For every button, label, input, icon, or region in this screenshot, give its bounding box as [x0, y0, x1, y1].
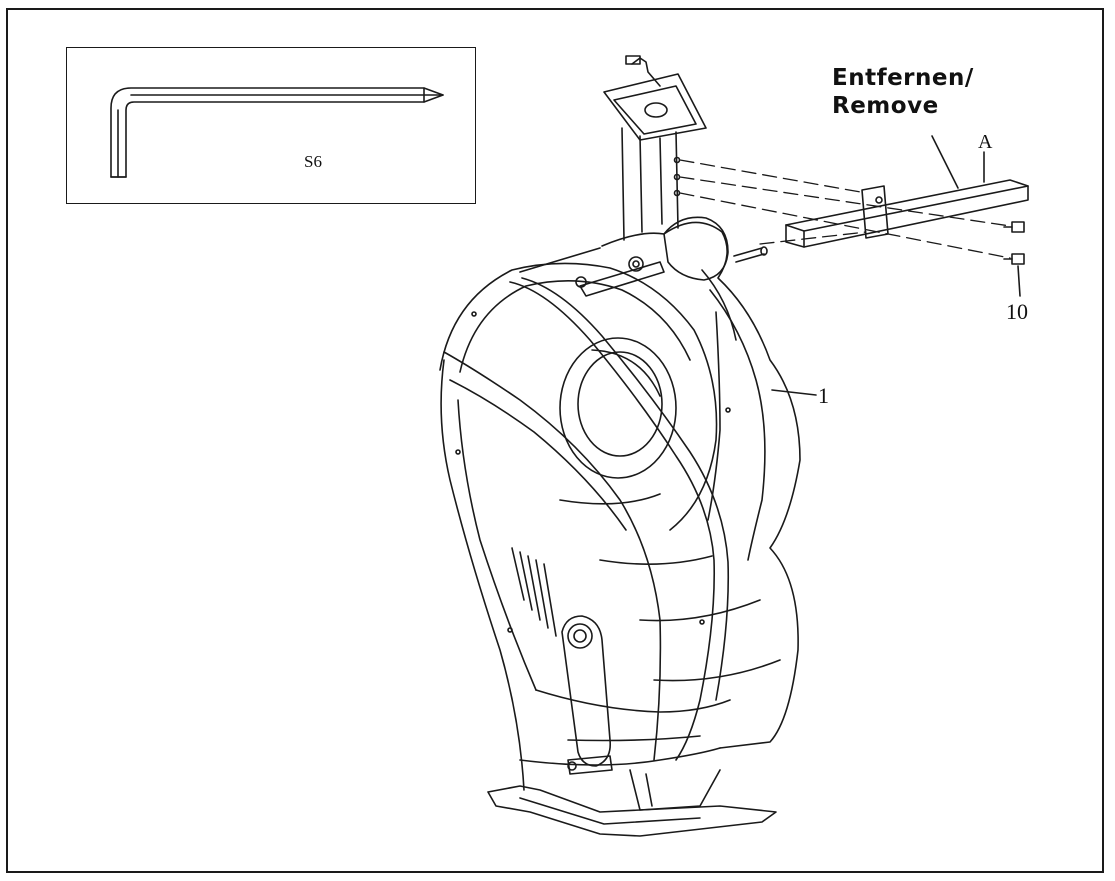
alignment-lines	[679, 159, 1011, 259]
remove-instruction: Entfernen/ Remove	[832, 64, 974, 120]
leader-lines	[771, 135, 985, 396]
main-frame-1	[439, 221, 801, 837]
upper-mast	[603, 55, 707, 241]
remove-label-en: Remove	[832, 93, 939, 119]
tool-box	[66, 47, 476, 204]
pivot-head	[519, 216, 729, 297]
crank-arm	[561, 615, 613, 775]
page-frame	[6, 8, 1104, 873]
remove-label-de: Entfernen/	[832, 65, 974, 91]
callout-part-10: 10	[1006, 299, 1028, 324]
tool-size-label: S6	[304, 152, 322, 171]
axle-bolt	[733, 246, 768, 263]
callout-part-1: 1	[818, 383, 829, 408]
callout-part-a: A	[978, 131, 993, 153]
screw-icon	[1003, 221, 1025, 297]
allen-key-icon	[110, 87, 444, 178]
